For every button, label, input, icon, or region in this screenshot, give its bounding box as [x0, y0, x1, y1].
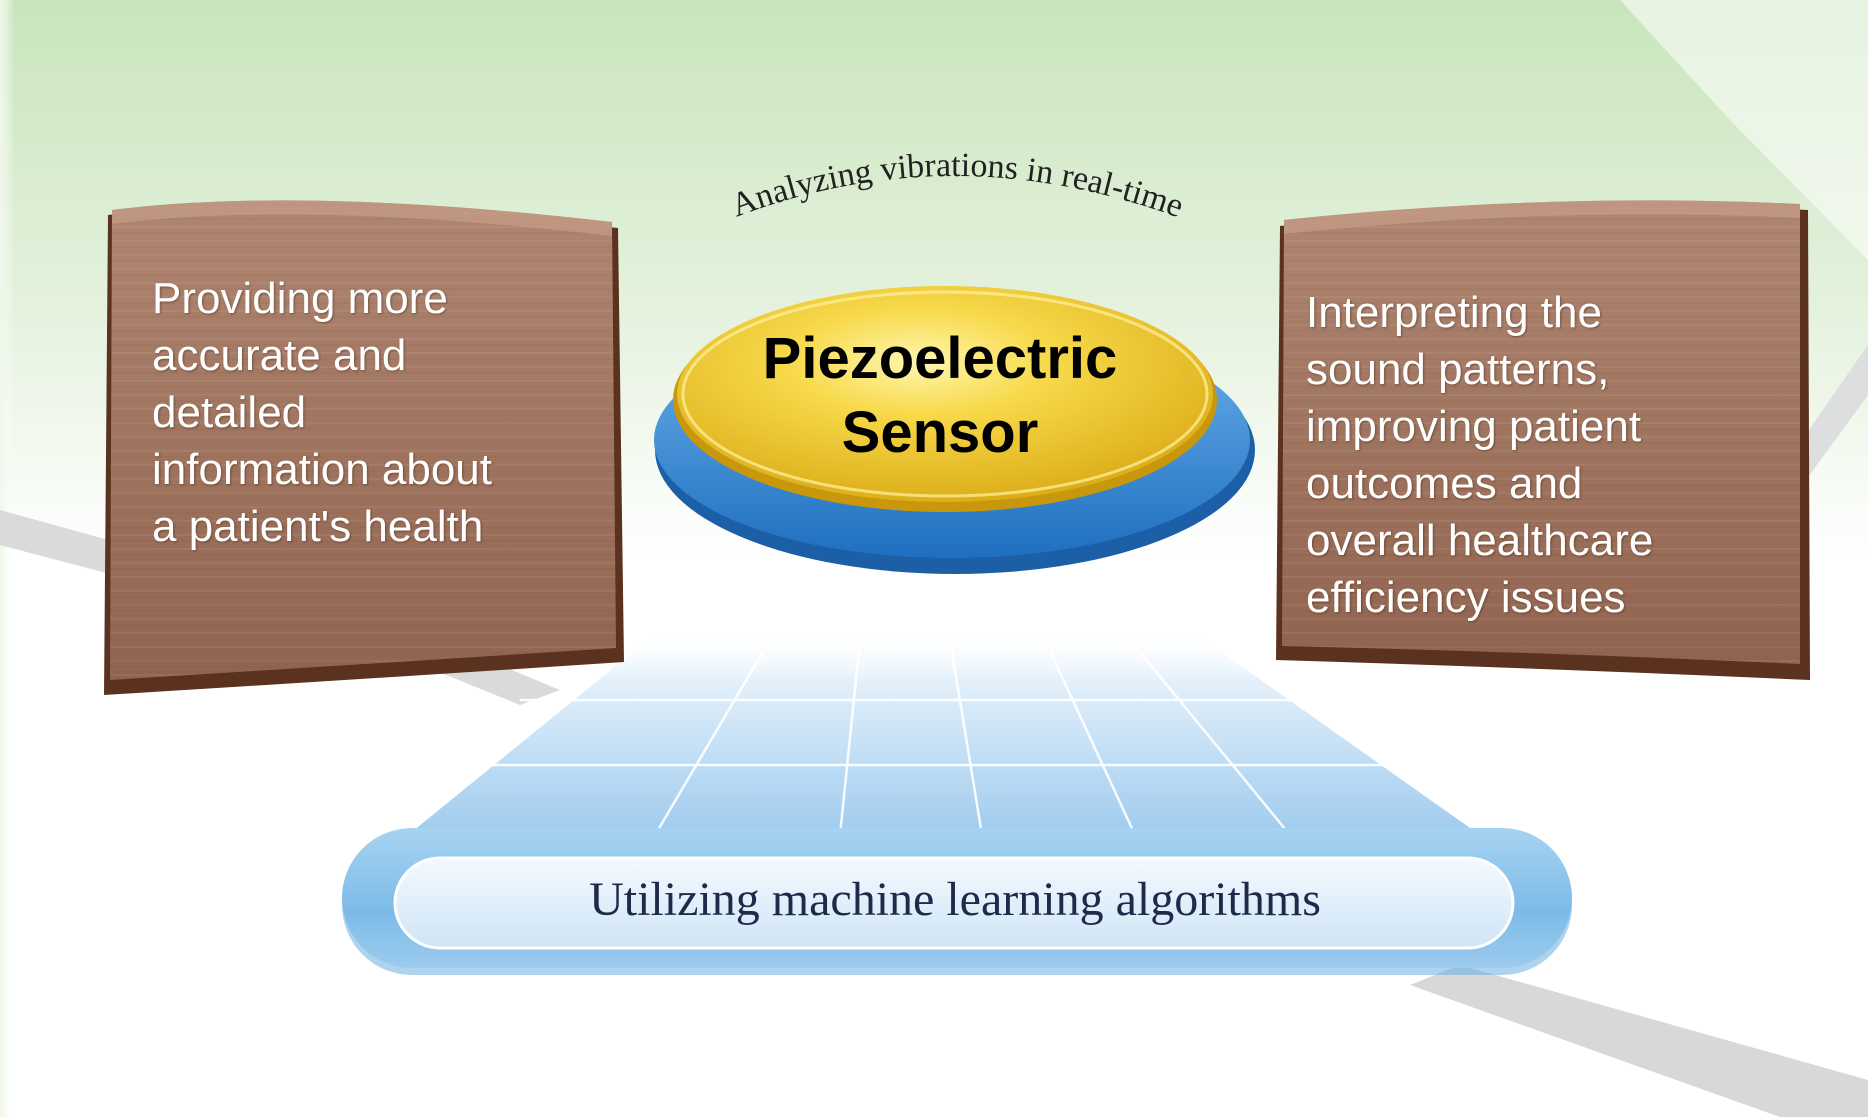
sensor-label-line2: Sensor — [841, 400, 1039, 465]
left-card-text: Providing more accurate and detailed inf… — [152, 270, 622, 555]
bg-light-facet — [1620, 0, 1868, 260]
right-card-line: overall healthcare — [1306, 516, 1654, 565]
left-card-line: Providing more — [152, 274, 448, 323]
bottom-bar-label: Utilizing machine learning algorithms — [589, 873, 1321, 926]
sensor-label-line1: Piezoelectric — [762, 326, 1118, 391]
grid-floor — [408, 630, 1480, 835]
right-card-line: outcomes and — [1306, 459, 1583, 508]
left-card-line: a patient's health — [152, 502, 484, 551]
right-card-line: improving patient — [1306, 402, 1642, 451]
bottom-bar-shape — [342, 828, 1572, 975]
right-card-shape — [1276, 200, 1810, 680]
bg-streak-right-bottom — [1410, 965, 1868, 1117]
left-edge-shade — [0, 0, 14, 1117]
right-card-line: Interpreting the — [1306, 288, 1602, 337]
left-card-line: information about — [152, 445, 492, 494]
sensor-label: Piezoelectric Sensor — [700, 322, 1180, 470]
right-card-line: efficiency issues — [1306, 573, 1626, 622]
perspective-grid — [408, 630, 1480, 836]
right-card-text: Interpreting the sound patterns, improvi… — [1306, 284, 1726, 626]
sensor-disc — [654, 286, 1255, 574]
left-card-line: detailed — [152, 388, 307, 437]
right-card-line: sound patterns, — [1306, 345, 1610, 394]
left-card-line: accurate and — [152, 331, 407, 380]
left-card-shape — [104, 200, 624, 695]
